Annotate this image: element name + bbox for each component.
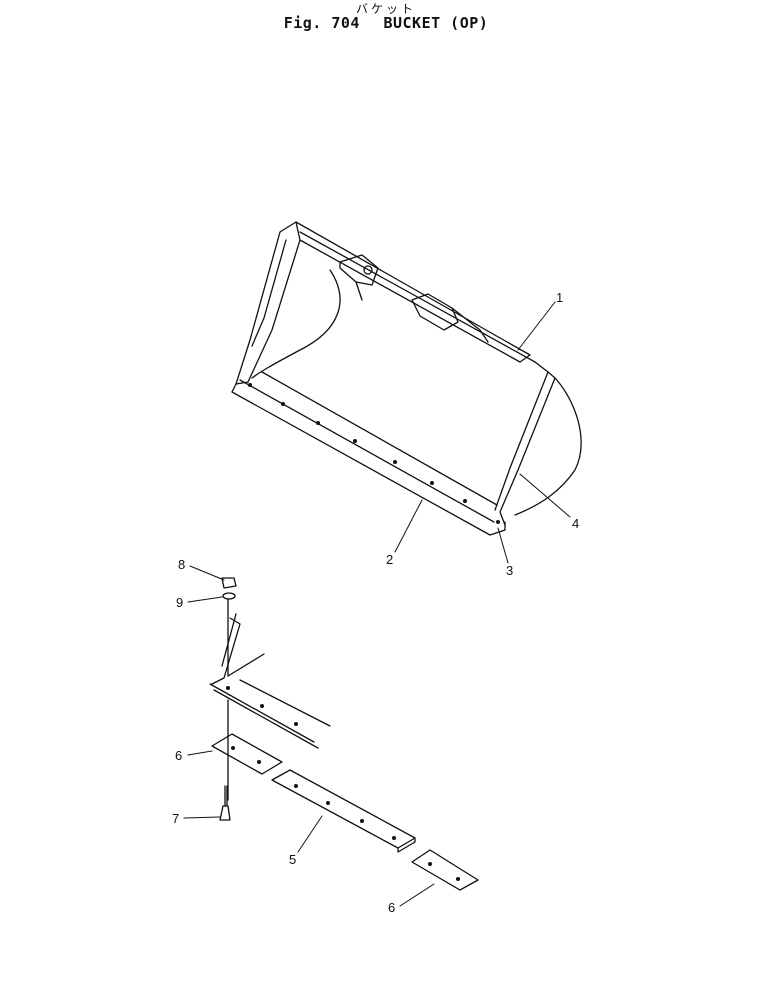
figure-number: Fig. 704	[283, 14, 360, 32]
callout-2: 2	[386, 552, 393, 567]
figure-name: BUCKET (OP)	[383, 14, 489, 32]
bucket-assembly	[231, 221, 582, 536]
callout-6-upper: 6	[175, 748, 182, 763]
figure-title: Fig. 704 BUCKET (OP)	[0, 14, 772, 32]
callout-1: 1	[556, 290, 563, 305]
callout-6-lower: 6	[388, 900, 395, 915]
callout-7: 7	[172, 811, 179, 826]
callout-3: 3	[506, 563, 513, 578]
callout-labels: 1 2 3 4 5 6 6 7 8 9	[172, 290, 579, 915]
callout-4: 4	[572, 516, 579, 531]
callout-5: 5	[289, 852, 296, 867]
callout-9: 9	[176, 595, 183, 610]
leader-lines	[183, 301, 571, 907]
cutting-edge-detail	[209, 577, 479, 891]
title-japanese: バケット	[355, 2, 416, 16]
callout-8: 8	[178, 557, 185, 572]
